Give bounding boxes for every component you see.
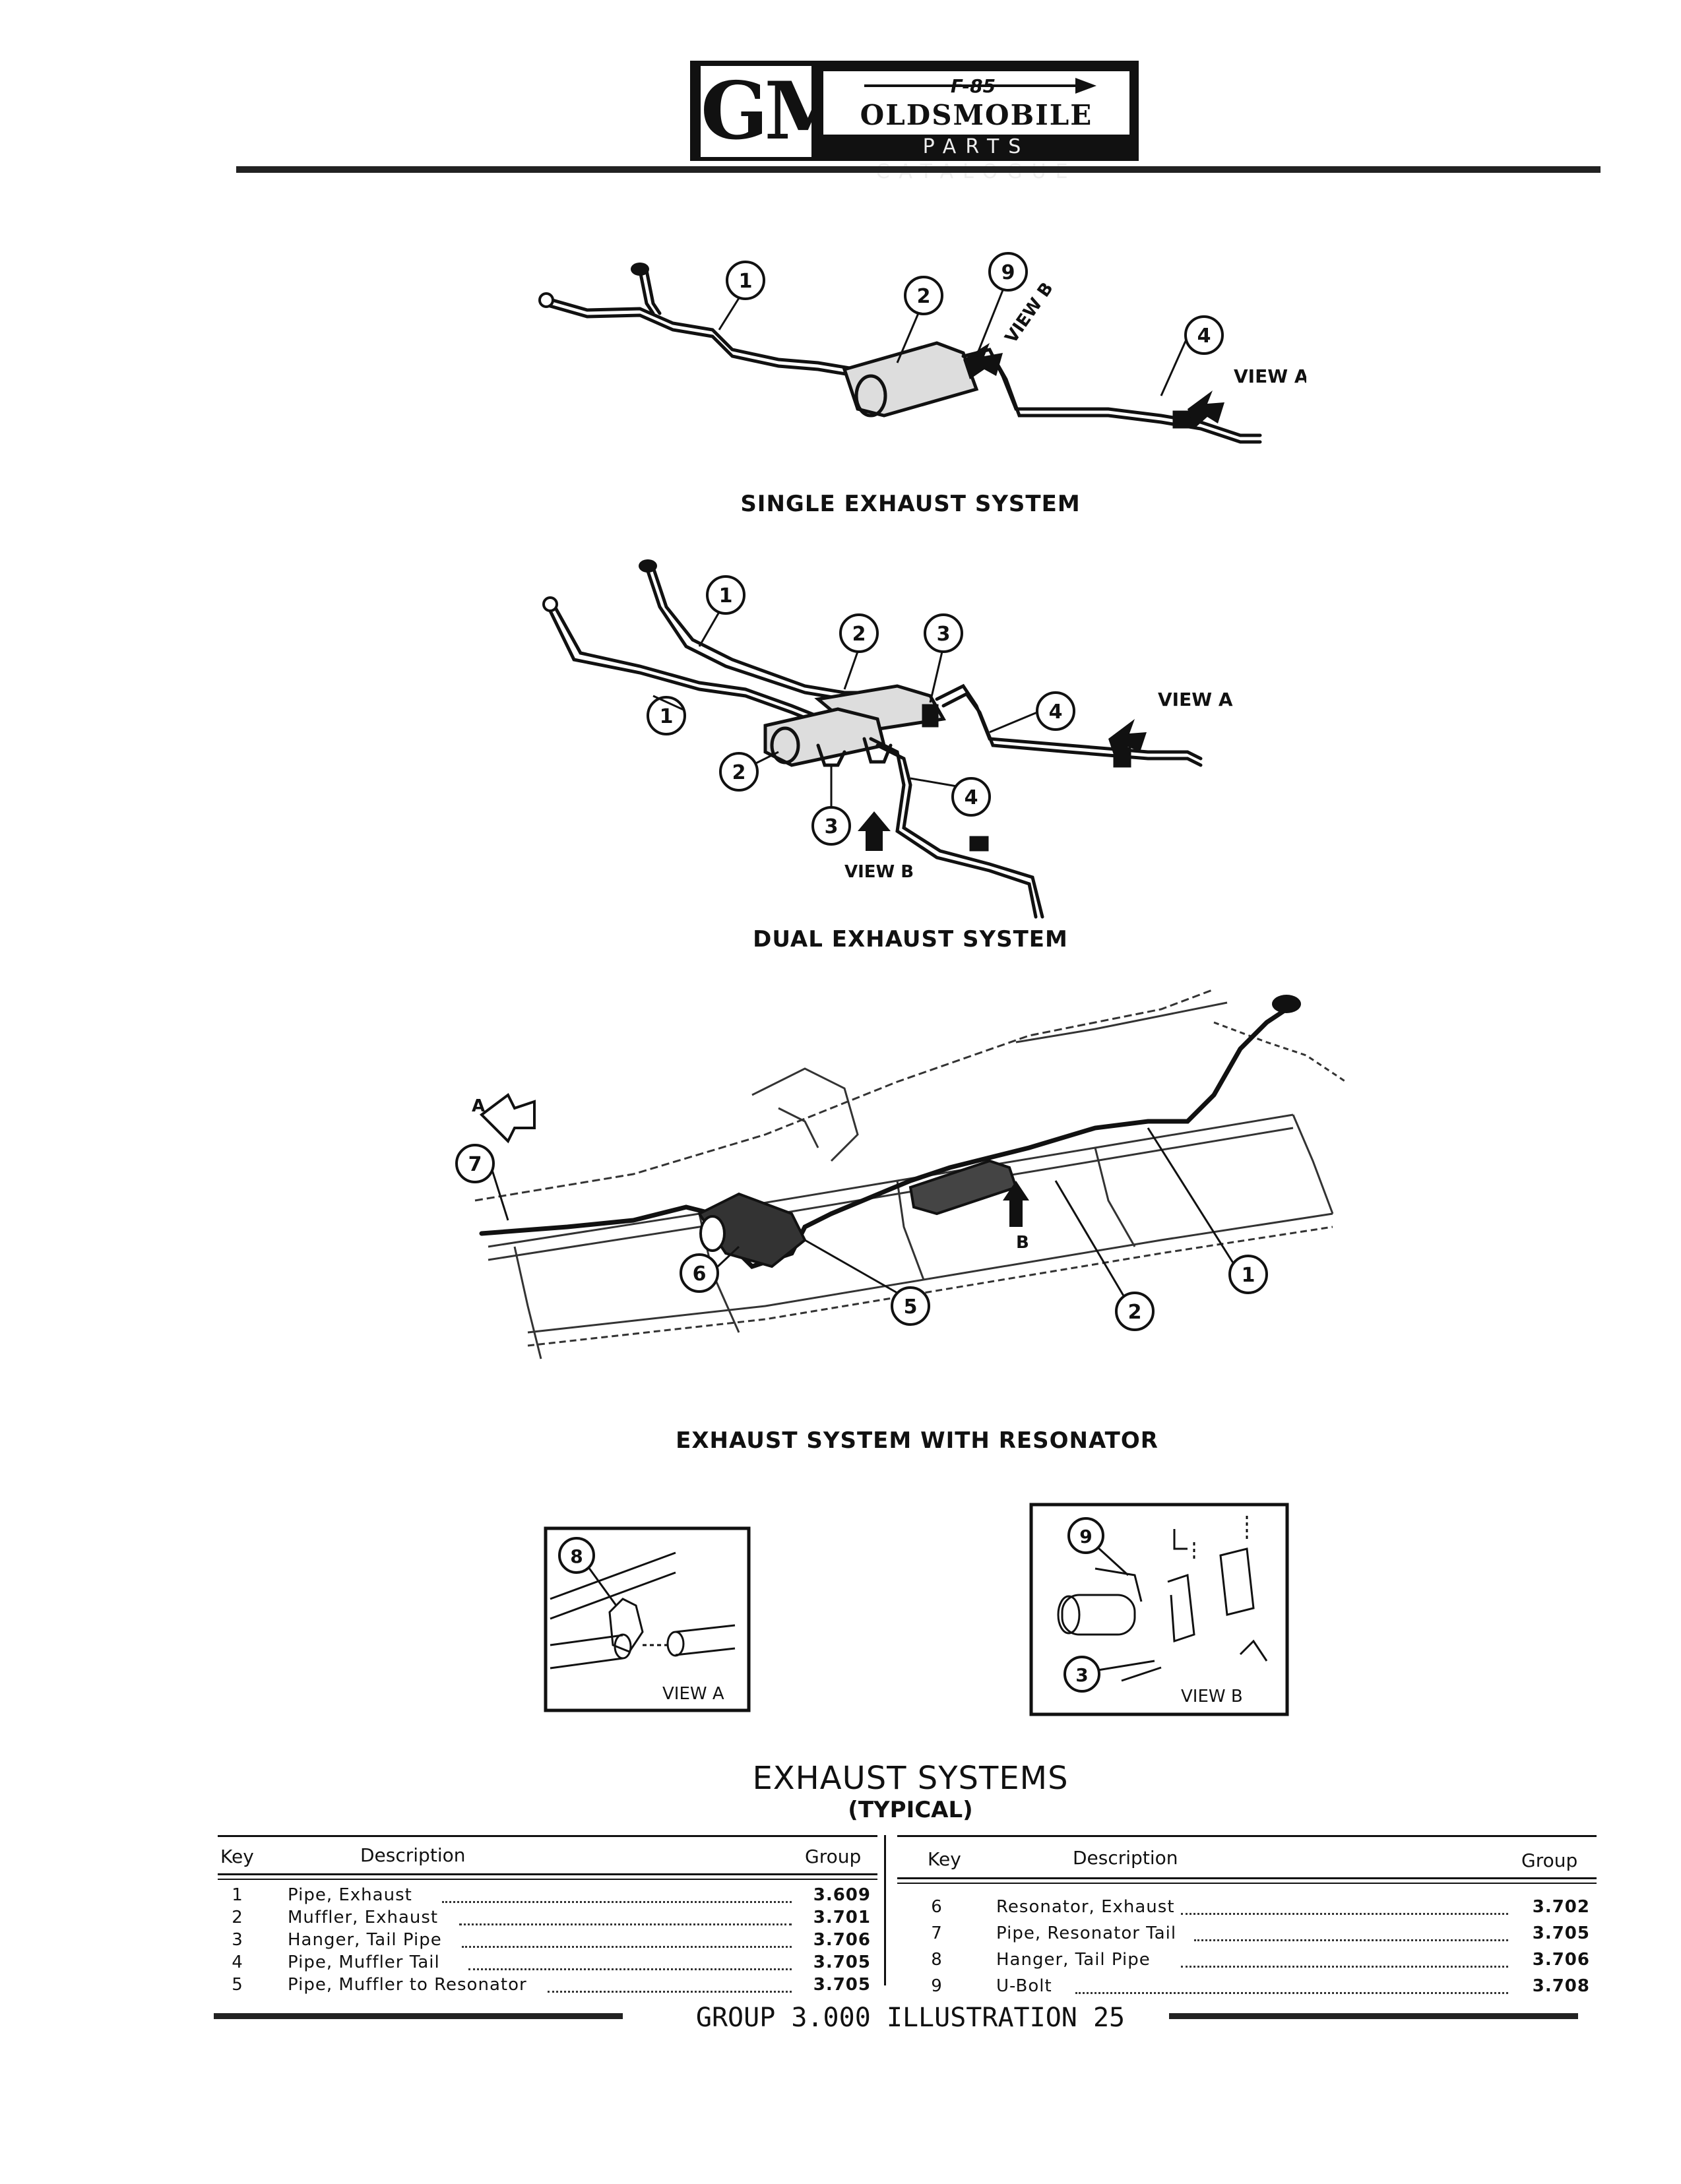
row-key: 7 — [931, 1923, 943, 1943]
callout-2: 2 — [917, 285, 931, 308]
row-description: Hanger, Tail Pipe — [288, 1930, 442, 1950]
view-b-label: VIEW B — [1181, 1687, 1243, 1706]
brand-subtitle: PARTS CATALOGUE — [875, 135, 1067, 183]
single-exhaust-diagram: VIEW B VIEW A 1 2 9 4 — [538, 252, 1306, 444]
svg-text:F-85: F-85 — [951, 75, 996, 97]
row-group: 3.702 — [1532, 1897, 1590, 1917]
page-title: EXHAUST SYSTEMS — [752, 1760, 1069, 1797]
table-divider — [884, 1835, 886, 1985]
row-key: 9 — [931, 1976, 943, 1996]
callout-4: 4 — [1049, 701, 1063, 724]
row-description: Pipe, Muffler Tail — [288, 1952, 440, 1972]
table-header-rule-2 — [218, 1879, 877, 1880]
table-header-rule-right — [897, 1877, 1597, 1879]
row-group: 3.708 — [1532, 1976, 1590, 1996]
f85-arrow-mark: F-85 — [864, 75, 1096, 97]
table-header-rule-right-2 — [897, 1883, 1597, 1884]
row-key: 4 — [232, 1952, 243, 1972]
callout-2: 2 — [852, 623, 866, 646]
callout-1: 1 — [1242, 1264, 1255, 1287]
view-b-detail: 9 3 VIEW B — [1029, 1503, 1289, 1716]
row-key: 8 — [931, 1950, 943, 1970]
gm-logo: GM — [701, 65, 852, 158]
row-description: Muffler, Exhaust — [288, 1908, 439, 1927]
row-group: 3.609 — [813, 1885, 871, 1905]
callout-3: 3 — [937, 623, 951, 646]
callout-2: 2 — [1128, 1301, 1142, 1324]
table-top-rule-right — [897, 1835, 1597, 1837]
callout-5: 5 — [904, 1295, 918, 1319]
row-description: Pipe, Resonator Tail — [996, 1923, 1177, 1943]
view-a-label: VIEW A — [662, 1684, 724, 1704]
row-leader — [442, 1901, 792, 1903]
callout-1b: 1 — [660, 705, 674, 728]
footer-caption: GROUP 3.000 ILLUSTRATION 25 — [695, 2003, 1126, 2033]
svg-text:VIEW A: VIEW A — [1234, 365, 1306, 387]
left-header-group: Group — [805, 1846, 862, 1867]
footer-rule-right — [1169, 2013, 1578, 2019]
parts-table: Key Description Group Key Description Gr… — [218, 1835, 1597, 1996]
row-leader — [459, 1923, 792, 1925]
row-leader — [468, 1968, 792, 1970]
callout-8: 8 — [570, 1545, 583, 1567]
row-group: 3.705 — [813, 1975, 871, 1995]
row-group: 3.705 — [813, 1952, 871, 1972]
row-description: Pipe, Muffler to Resonator — [288, 1975, 527, 1995]
row-key: 2 — [232, 1908, 243, 1927]
row-group: 3.706 — [813, 1930, 871, 1950]
view-a-detail: 8 VIEW A — [544, 1526, 751, 1712]
callout-6: 6 — [693, 1263, 707, 1286]
row-description: Pipe, Exhaust — [288, 1885, 412, 1905]
callout-4b: 4 — [965, 786, 978, 809]
left-header-description: Description — [360, 1844, 466, 1866]
row-description: Hanger, Tail Pipe — [996, 1950, 1151, 1970]
table-header-rule — [218, 1873, 877, 1875]
callout-1: 1 — [739, 270, 753, 293]
right-header-group: Group — [1521, 1850, 1578, 1871]
right-header-description: Description — [1073, 1847, 1178, 1869]
callout-3: 3 — [1075, 1664, 1088, 1686]
row-key: 3 — [232, 1930, 243, 1950]
row-leader — [548, 1991, 792, 1993]
row-leader — [1181, 1913, 1508, 1915]
resonator-exhaust-title: EXHAUST SYSTEM WITH RESONATOR — [676, 1427, 1158, 1454]
svg-text:B: B — [1016, 1233, 1029, 1253]
brand-name: OLDSMOBILE — [860, 99, 1093, 131]
footer-rule-left — [214, 2013, 623, 2019]
row-key: 5 — [232, 1975, 243, 1995]
resonator-exhaust-diagram: A B 7 6 5 1 2 — [455, 988, 1347, 1359]
svg-text:VIEW B: VIEW B — [844, 862, 914, 882]
row-group: 3.706 — [1532, 1950, 1590, 1970]
row-leader — [1194, 1939, 1508, 1941]
row-leader — [1075, 1992, 1508, 1994]
callout-2b: 2 — [732, 761, 746, 784]
row-group: 3.701 — [813, 1908, 871, 1927]
right-header-key: Key — [928, 1848, 961, 1870]
dual-exhaust-title: DUAL EXHAUST SYSTEM — [753, 926, 1068, 952]
row-description: U-Bolt — [996, 1976, 1052, 1996]
single-exhaust-title: SINGLE EXHAUST SYSTEM — [740, 491, 1081, 517]
page-subtitle: (TYPICAL) — [848, 1797, 973, 1823]
row-key: 6 — [931, 1897, 943, 1917]
row-group: 3.705 — [1532, 1923, 1590, 1943]
header-rule — [236, 166, 1601, 173]
svg-text:A: A — [472, 1096, 485, 1116]
callout-1: 1 — [719, 584, 733, 608]
row-leader — [1181, 1966, 1508, 1968]
row-key: 1 — [232, 1885, 243, 1905]
callout-9: 9 — [1001, 261, 1015, 284]
callout-4: 4 — [1197, 325, 1211, 348]
callout-3b: 3 — [825, 815, 839, 838]
row-description: Resonator, Exhaust — [996, 1897, 1175, 1917]
left-header-key: Key — [220, 1846, 254, 1867]
table-top-rule — [218, 1835, 877, 1837]
svg-text:VIEW A: VIEW A — [1158, 689, 1233, 710]
row-leader — [462, 1946, 792, 1948]
dual-exhaust-diagram: VIEW B VIEW A 1 2 3 4 1 2 3 4 — [542, 559, 1233, 919]
callout-7: 7 — [468, 1153, 482, 1176]
callout-9: 9 — [1079, 1526, 1092, 1547]
